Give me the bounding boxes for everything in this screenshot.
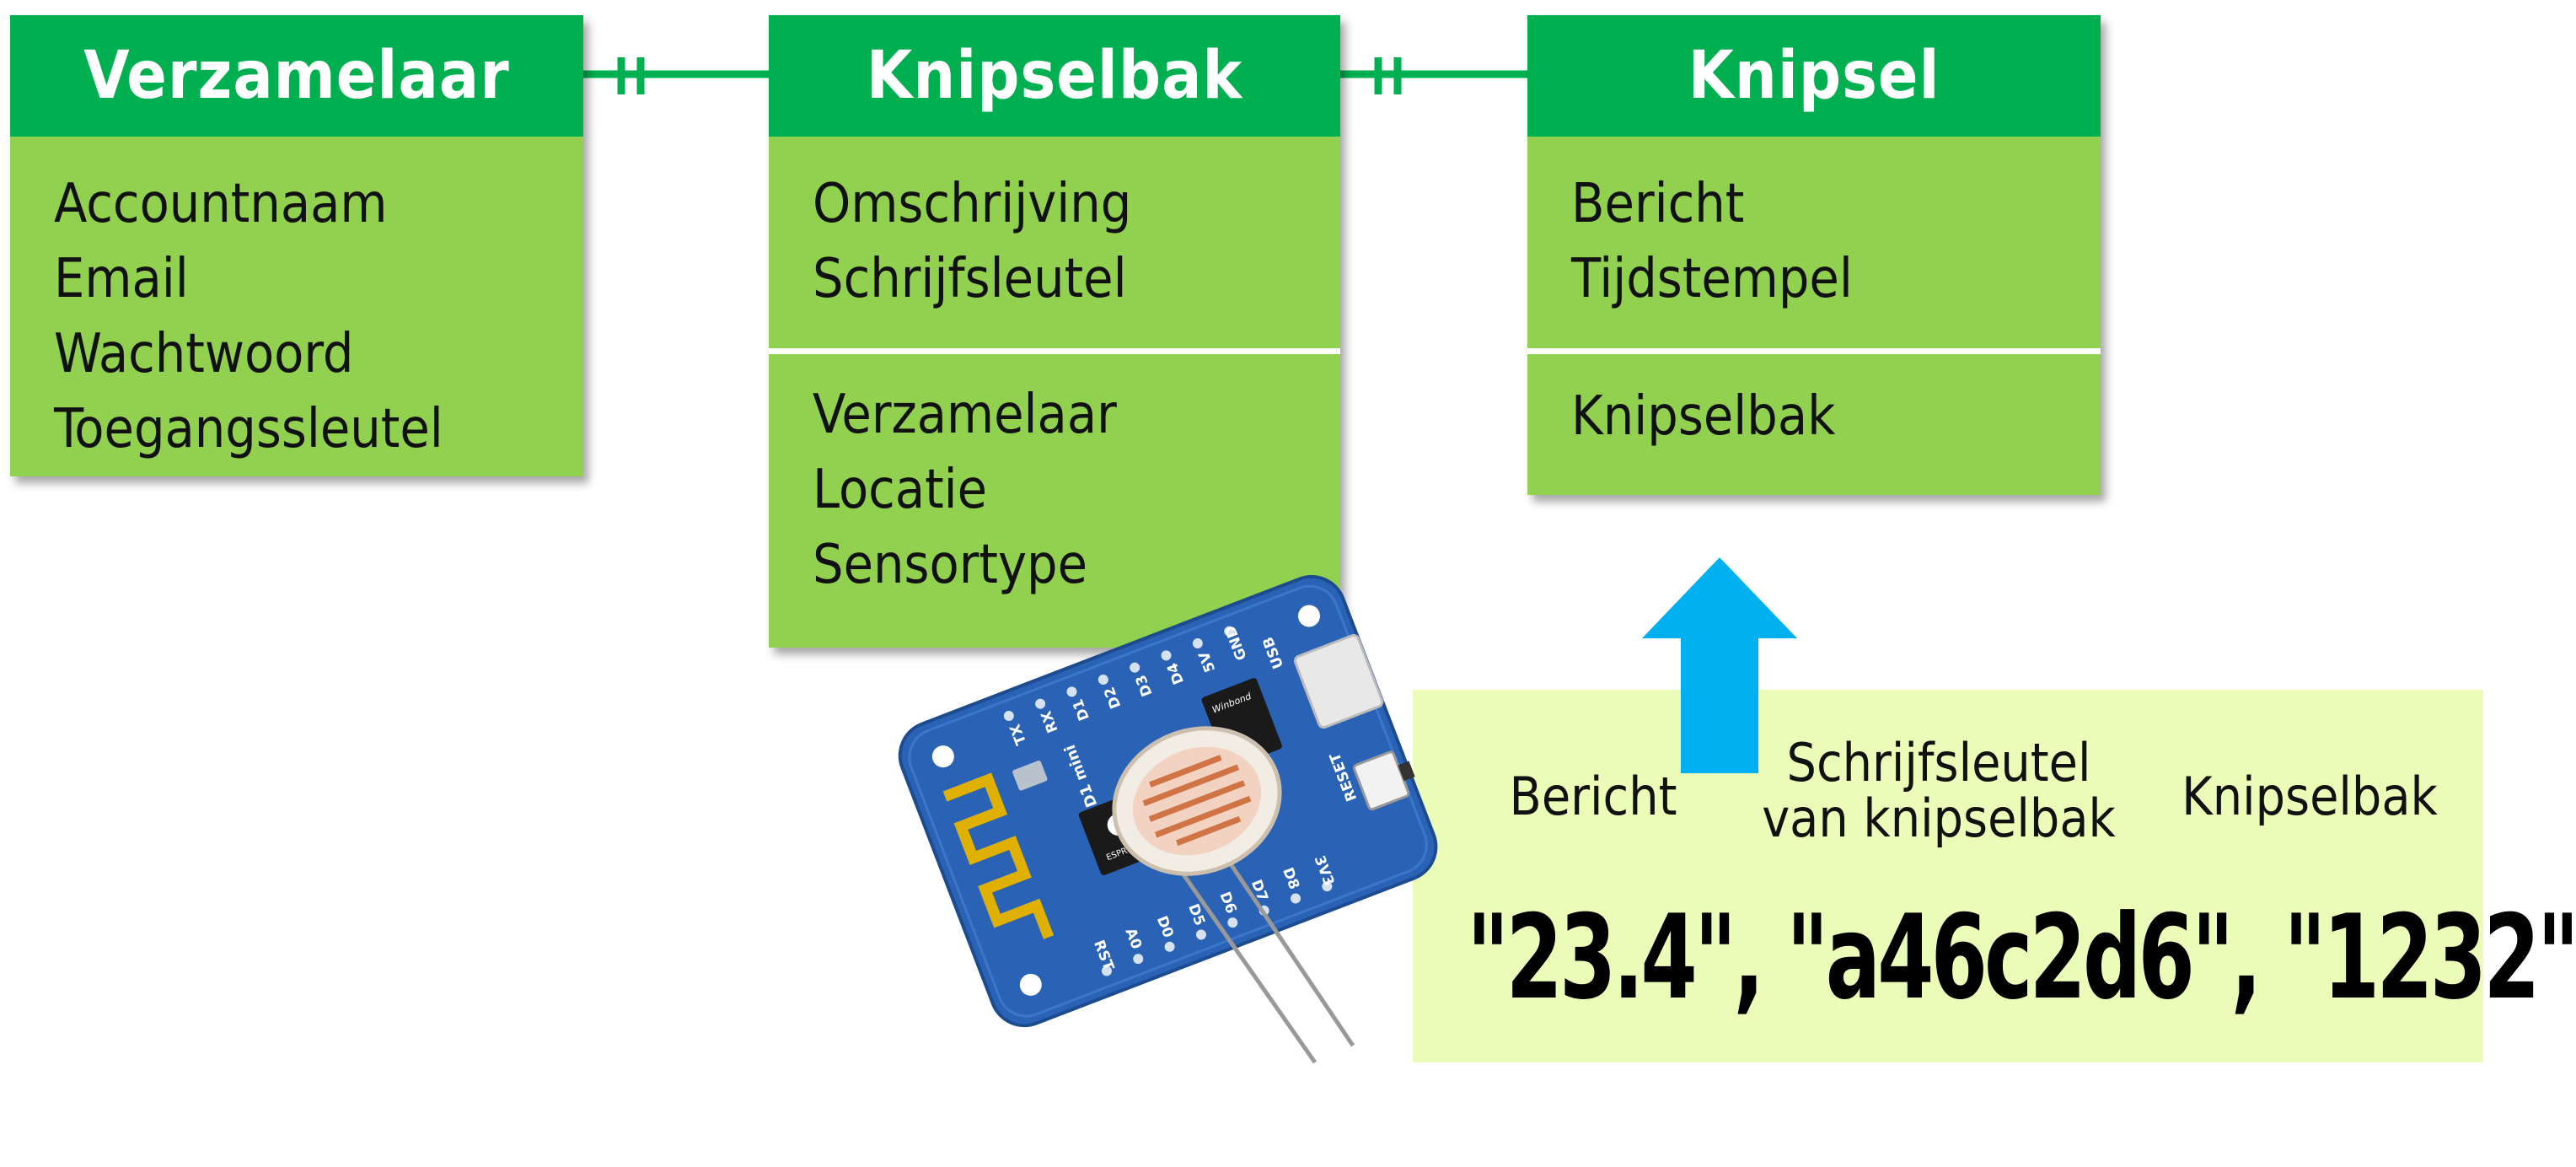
field-label-schrijfsleutel: Schrijfsleutel van knipselbak [1745, 735, 2133, 847]
field-label-bericht: Bericht [1509, 766, 1677, 827]
attribute: Bericht [1571, 173, 1745, 235]
arrow-up-icon [1642, 557, 1797, 773]
ldr-sensor-icon [1112, 726, 1355, 1064]
attribute: Wachtwoord [54, 323, 354, 385]
antenna-trace [942, 772, 1055, 939]
attribute: Locatie [813, 459, 988, 521]
attribute: Toegangssleutel [54, 398, 443, 460]
relationship-connectors [583, 57, 1527, 94]
usb-port [1293, 633, 1384, 729]
entity-references: Knipselbak [1527, 348, 2101, 495]
field-label-knipselbak: Knipselbak [2182, 766, 2438, 827]
field-label-line: van knipselbak [1762, 788, 2116, 849]
mounting-hole [1019, 973, 1042, 996]
connector-knipselbak-knipsel [1340, 57, 1527, 94]
entity-title: Verzamelaar [10, 15, 583, 137]
connector-verzamelaar-knipselbak [583, 57, 769, 94]
entity-title: Knipsel [1527, 15, 2101, 137]
message-values: "23.4", "a46c2d6", "1232" [1467, 890, 2576, 1025]
attribute: Omschrijving [813, 173, 1132, 235]
entity-attributes: Omschrijving Schrijfsleutel [769, 137, 1340, 348]
mounting-hole [931, 745, 954, 768]
attribute: Tijdstempel [1571, 248, 1853, 310]
attribute: Email [54, 248, 189, 310]
entity-references: Verzamelaar Locatie Sensortype [769, 348, 1340, 648]
entity-title: Knipselbak [769, 15, 1340, 137]
attribute: Verzamelaar [813, 384, 1117, 446]
mounting-hole [1298, 605, 1321, 627]
attribute: Schrijfsleutel [813, 248, 1127, 310]
entity-knipsel: Knipsel Bericht Tijdstempel Knipselbak [1527, 15, 2101, 495]
esp8266-board-icon: TX RX D1 D2 D3 D4 5V GND RST A0 D0 D5 D6… [898, 575, 1438, 1064]
entity-attributes: Accountnaam Email Wachtwoord Toegangssle… [10, 137, 583, 476]
entity-verzamelaar: Verzamelaar Accountnaam Email Wachtwoord… [10, 15, 583, 476]
attribute: Accountnaam [54, 173, 388, 235]
component [1012, 761, 1048, 791]
attribute: Sensortype [813, 534, 1087, 596]
reset-button [1352, 750, 1410, 811]
attribute: Knipselbak [1571, 385, 1836, 448]
message-payload-box [1413, 690, 2483, 1062]
field-label-line: Schrijfsleutel [1786, 732, 2091, 793]
entity-attributes: Bericht Tijdstempel [1527, 137, 2101, 348]
entity-knipselbak: Knipselbak Omschrijving Schrijfsleutel V… [769, 15, 1340, 648]
